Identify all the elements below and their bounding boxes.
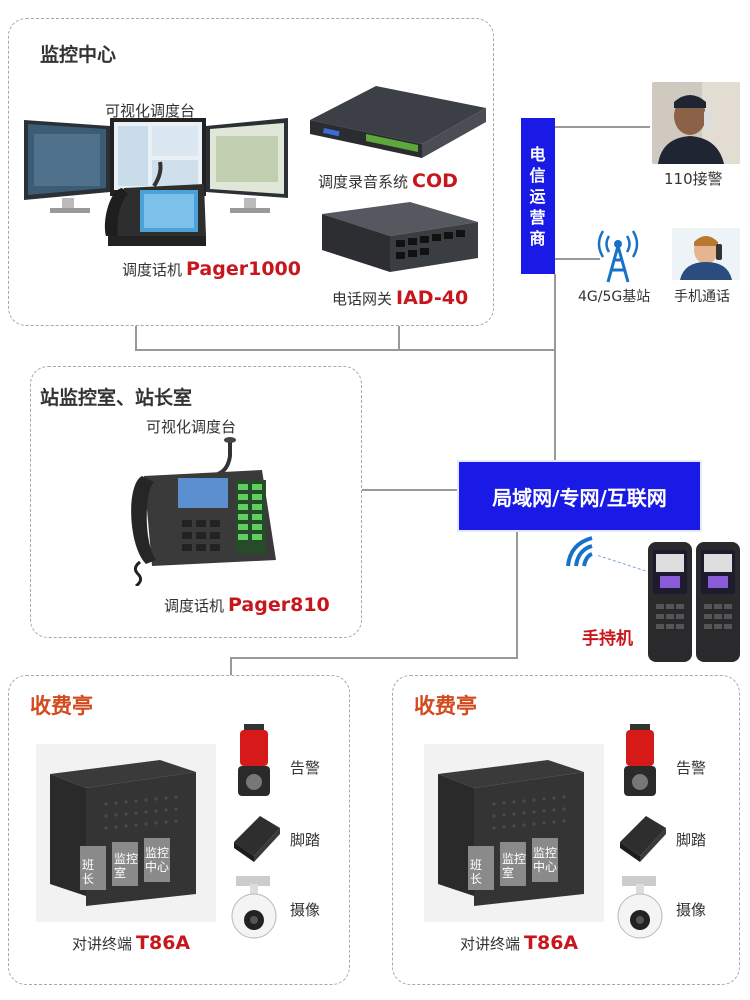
police-label: 110接警 — [664, 170, 723, 188]
carrier-char-4: 营 — [529, 207, 547, 227]
line-station — [362, 489, 457, 491]
iad-gateway-image — [322, 202, 478, 272]
booth2-button-3: 监控中心 — [533, 846, 558, 874]
booth-title-2: 收费亭 — [414, 694, 477, 718]
wifi-icon — [566, 536, 593, 567]
booth1-button-2: 监控室 — [114, 852, 139, 880]
line-right-vertical — [554, 274, 556, 460]
pager1000-model: Pager1000 — [186, 258, 301, 280]
handheld-label: 手持机 — [582, 629, 633, 649]
line-carrier-top — [555, 126, 650, 128]
line-iad-up — [398, 305, 400, 350]
line-booths-horizontal — [230, 657, 518, 659]
station-visual-console-label: 可视化调度台 — [146, 418, 237, 436]
booth1-camera-icon — [231, 876, 277, 939]
booth2-camera-icon — [617, 876, 663, 939]
mobile-label: 手机通话 — [674, 289, 730, 305]
booth1-button-1: 班长 — [82, 858, 95, 886]
visual-console-label: 可视化调度台 — [105, 102, 196, 120]
booth1-alarm-label: 告警 — [290, 759, 321, 777]
pager810-label-text: 调度话机 — [164, 597, 225, 615]
mobile-caller-photo — [672, 228, 740, 280]
pager1000-label-text: 调度话机 — [122, 261, 183, 279]
carrier-char-2: 信 — [529, 165, 547, 185]
booth1-terminal-model: T86A — [136, 932, 191, 954]
booth1-pedal-label: 脚踏 — [290, 831, 321, 849]
booth-title-1: 收费亭 — [30, 694, 93, 718]
booth1-camera-label: 摄像 — [290, 901, 321, 919]
handheld-phones-image — [648, 542, 740, 662]
booth2-pedal-icon — [620, 816, 666, 862]
handheld-1 — [648, 542, 692, 662]
booth1-pedal-icon — [234, 816, 280, 862]
cod-label-text: 调度录音系统 — [318, 173, 409, 191]
intercom-terminal-image-2 — [424, 744, 604, 922]
carrier-char-3: 运 — [529, 186, 547, 206]
line-booth1-down — [230, 657, 232, 675]
booth1-alarm-icon — [238, 724, 270, 796]
network-box: 局域网/专网/互联网 — [457, 460, 702, 532]
line-center-horizontal — [135, 349, 555, 351]
iad-model: IAD-40 — [396, 287, 469, 309]
iad-label-text: 电话网关 — [332, 290, 393, 308]
booth2-alarm-icon — [624, 724, 656, 796]
line-carrier-mid — [555, 258, 600, 260]
line-center-down — [135, 326, 137, 350]
monitor-center-title: 监控中心 — [40, 44, 117, 66]
carrier-char-5: 商 — [529, 228, 547, 248]
handheld-2 — [696, 542, 740, 662]
booth2-terminal-label-text: 对讲终端 — [460, 935, 521, 953]
intercom-terminal-image-1 — [36, 744, 216, 922]
base-station-icon — [597, 230, 639, 283]
booth2-pedal-label: 脚踏 — [676, 831, 707, 849]
pager1000-phone-image — [104, 161, 206, 246]
carrier-box: 电 信 运 营 商 — [521, 118, 555, 274]
booth2-terminal-model: T86A — [524, 932, 579, 954]
cod-server-image — [310, 86, 486, 158]
booth1-button-3: 监控中心 — [145, 846, 170, 874]
booth2-button-2: 监控室 — [502, 852, 527, 880]
cod-model: COD — [412, 170, 458, 192]
booth1-terminal-label-text: 对讲终端 — [72, 935, 133, 953]
pager810-model: Pager810 — [228, 594, 330, 616]
booth2-button-1: 班长 — [470, 858, 483, 886]
pager810-phone-image — [131, 437, 276, 586]
booth2-alarm-label: 告警 — [676, 759, 707, 777]
wifi-dashed-link — [597, 555, 646, 572]
base-station-label: 4G/5G基站 — [578, 289, 651, 305]
line-lan-down — [516, 532, 518, 658]
monitor-left — [24, 120, 110, 213]
monitor-right — [206, 118, 288, 213]
booth2-camera-label: 摄像 — [676, 901, 707, 919]
station-room-title: 站监控室、站长室 — [40, 387, 193, 409]
police-photo — [652, 82, 740, 164]
carrier-char-1: 电 — [529, 144, 547, 164]
